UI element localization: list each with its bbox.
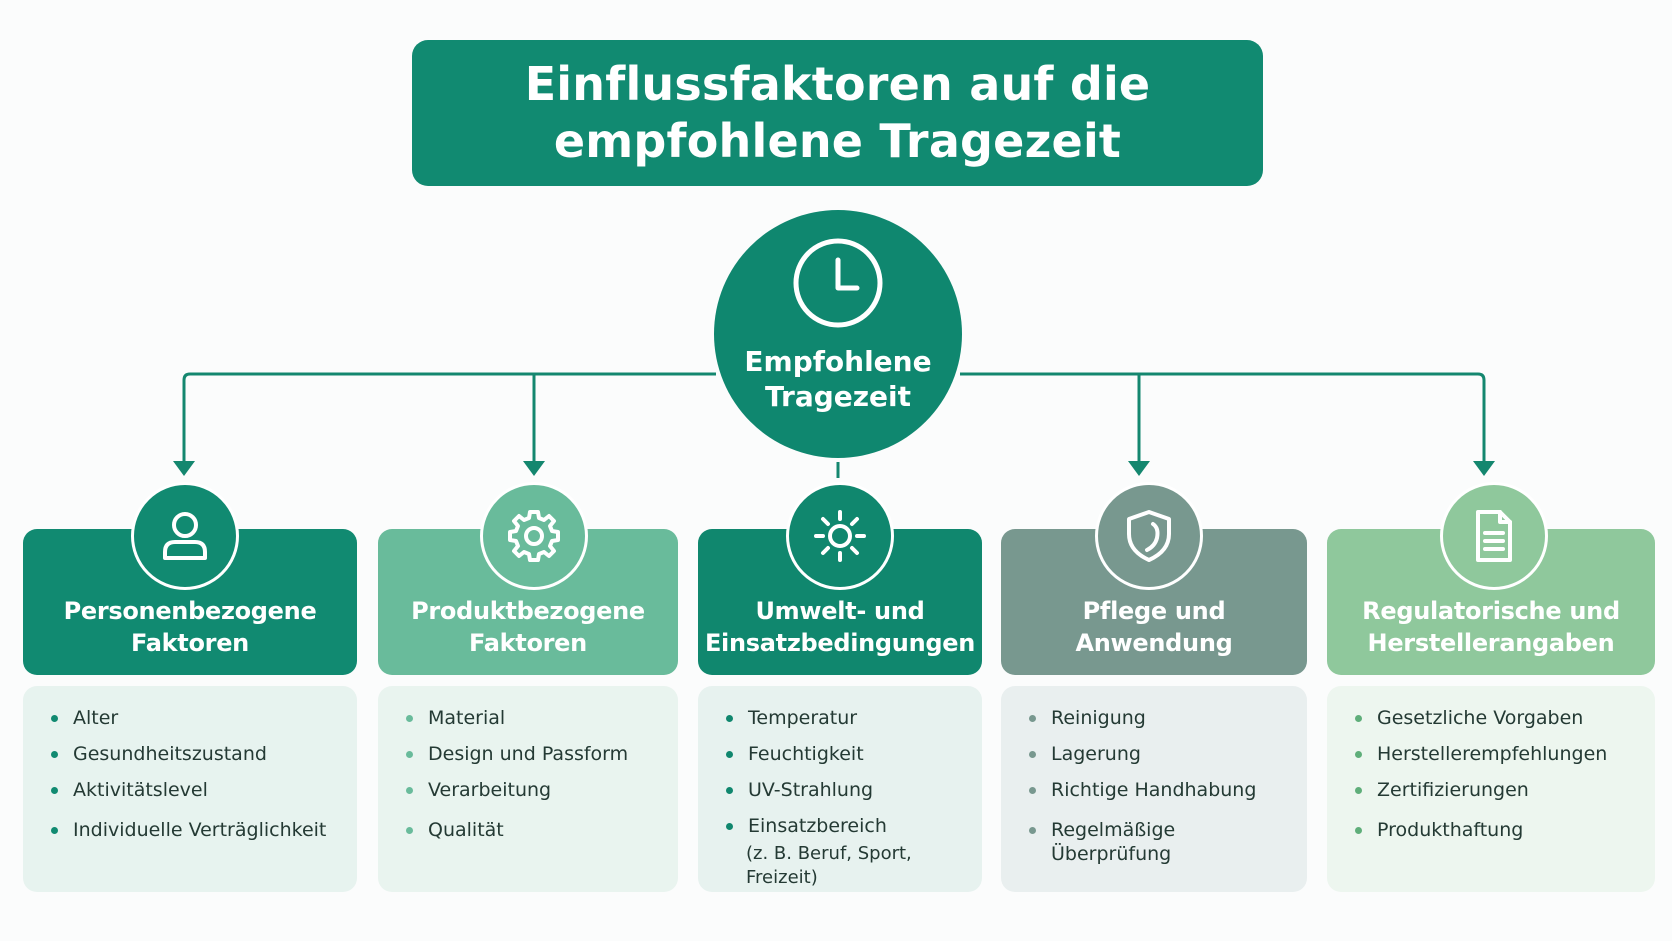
shield-icon-badge [1095, 482, 1203, 590]
category-list-environment: Temperatur Feuchtigkeit UV-Strahlung Ein… [698, 686, 982, 892]
clock-icon [793, 238, 883, 328]
category-list-care: Reinigung Lagerung Richtige Handhabung R… [1001, 686, 1307, 892]
list-item: Richtige Handhabung [1029, 778, 1293, 802]
category-header-care: Pflege und Anwendung [1001, 529, 1307, 675]
category-list-product: Material Design und Passform Verarbeitun… [378, 686, 678, 892]
list-item: Herstellerempfehlungen [1355, 742, 1641, 766]
document-icon [1476, 510, 1512, 562]
list-item: Qualität [406, 818, 664, 842]
list-item: Alter [51, 706, 343, 730]
list-item: Design und Passform [406, 742, 664, 766]
person-icon [163, 512, 207, 560]
list-item: Verarbeitung [406, 778, 664, 802]
list-item: Gesetzliche Vorgaben [1355, 706, 1641, 730]
gear-icon [508, 510, 560, 562]
category-list-regulatory: Gesetzliche Vorgaben Herstellerempfehlun… [1327, 686, 1655, 892]
title-line-1: Einflussfaktoren auf die [524, 57, 1151, 111]
list-item: Feuchtigkeit [726, 742, 968, 766]
center-title: Empfohlene Tragezeit [744, 345, 932, 413]
document-icon-badge [1440, 482, 1548, 590]
sun-icon [814, 510, 866, 562]
list-item: Einsatzbereich (z. B. Beruf, Sport, Frei… [726, 814, 968, 890]
list-item: UV-Strahlung [726, 778, 968, 802]
list-item: Individuelle Verträglichkeit [51, 818, 343, 842]
list-item: Material [406, 706, 664, 730]
category-header-personal: Personenbezogene Faktoren [23, 529, 357, 675]
list-item: Produkthaftung [1355, 818, 1641, 842]
diagram-title: Einflussfaktoren auf die empfohlene Trag… [412, 40, 1263, 186]
list-item: Gesundheitszustand [51, 742, 343, 766]
arrow-regulatory [1473, 461, 1495, 476]
connector-personal [182, 372, 716, 462]
center-node: Empfohlene Tragezeit [714, 210, 962, 458]
arrow-personal [173, 461, 195, 476]
list-item: Regelmäßige Überprüfung [1029, 818, 1293, 866]
list-item: Temperatur [726, 706, 968, 730]
list-item: Lagerung [1029, 742, 1293, 766]
arrow-care [1128, 461, 1150, 476]
list-item: Zertifizierungen [1355, 778, 1641, 802]
list-item-note: (z. B. Beruf, Sport, Freizeit) [746, 843, 912, 888]
list-item: Aktivitätslevel [51, 778, 343, 802]
sun-icon-badge [786, 482, 894, 590]
shield-icon [1127, 510, 1171, 562]
person-icon-badge [131, 482, 239, 590]
gear-icon-badge [480, 482, 588, 590]
arrow-product [523, 461, 545, 476]
connector-care [960, 372, 1486, 462]
category-list-personal: Alter Gesundheitszustand Aktivitätslevel… [23, 686, 357, 892]
title-line-2: empfohlene Tragezeit [553, 114, 1122, 168]
list-item: Reinigung [1029, 706, 1293, 730]
